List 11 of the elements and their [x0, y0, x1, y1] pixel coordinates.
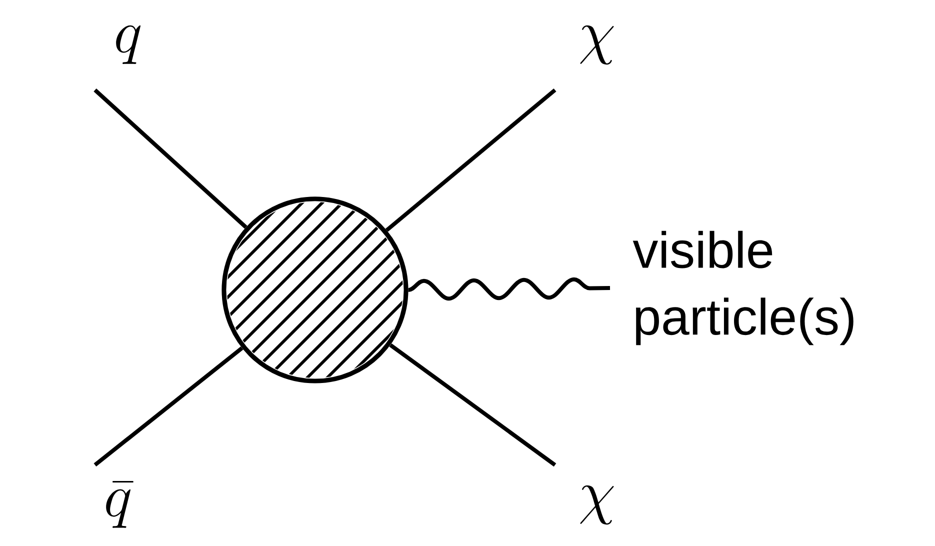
particle-symbol: $\bar{q}$	[106, 481, 134, 528]
particle-line	[385, 88, 556, 232]
particle-line	[94, 346, 244, 467]
wavy-line	[408, 277, 610, 301]
particle-line	[389, 343, 556, 467]
particle-symbol: $\chi$	[580, 25, 614, 65]
hatched-blob	[222, 196, 408, 384]
particle-label: visible particle(s)	[632, 230, 854, 346]
particle-symbol: $\chi$	[580, 485, 614, 525]
particle-line	[94, 88, 248, 229]
particle-symbol: $q$	[116, 25, 141, 64]
